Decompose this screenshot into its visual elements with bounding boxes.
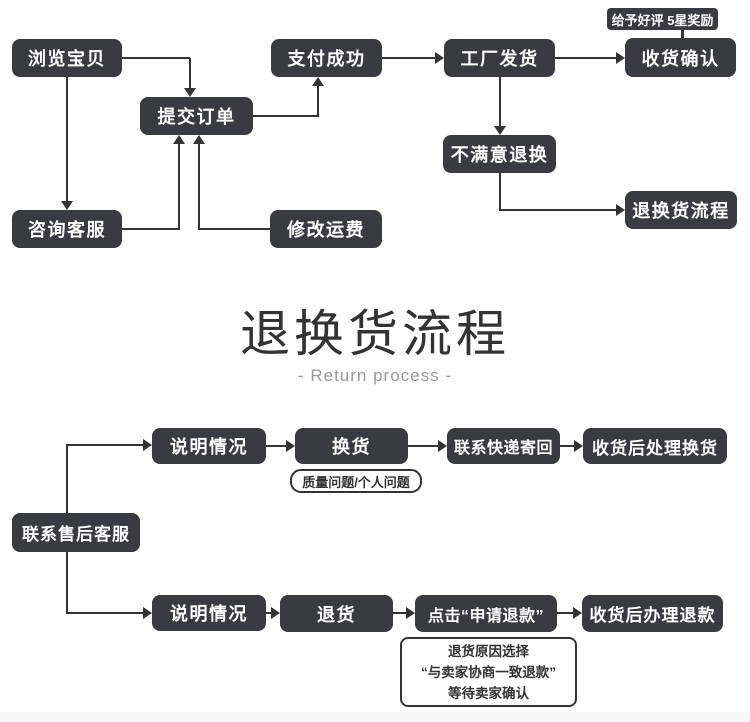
edge-branch-to-explain1 (66, 444, 143, 446)
arrowhead-into-factory (435, 52, 444, 64)
arrowhead-modify-into-submit (193, 135, 205, 144)
edge-consult-to-submit-h (122, 228, 179, 230)
edge-browse-to-submit-v (189, 58, 191, 88)
arrowhead-into-consult (61, 201, 73, 210)
node-return-process-link: 退换货流程 (625, 191, 737, 229)
arrowhead-into-courier (438, 440, 447, 452)
edge-click-apply-to-handle-refund (557, 612, 573, 614)
node-click-apply-refund: 点击“申请退款” (415, 595, 557, 632)
edge-explain2-to-return (266, 612, 271, 614)
edge-unsatisfied-to-return-h (499, 209, 616, 211)
arrowhead-into-handle-refund (573, 607, 582, 619)
arrowhead-into-click-apply (406, 607, 415, 619)
node-explain-situation-2: 说明情况 (152, 595, 266, 631)
node-handle-refund: 收货后办理退款 (582, 595, 723, 632)
node-explain-situation-1: 说明情况 (152, 428, 266, 464)
edge-browse-to-consult (66, 77, 68, 201)
edge-consult-to-submit-v (178, 144, 180, 230)
note-refund-reason: 退货原因选择 “与卖家协商一致退款” 等待卖家确认 (400, 637, 577, 707)
node-factory-shipping: 工厂发货 (444, 39, 555, 77)
page-subtitle: - Return process - (297, 366, 453, 385)
edge-modify-to-submit-h (198, 228, 270, 230)
tag-praise-reward: 给予好评 5星奖励 (607, 8, 718, 30)
edge-factory-to-receipt (555, 57, 616, 59)
edge-browse-to-submit-h (122, 57, 190, 59)
edge-return-to-click-apply (393, 612, 406, 614)
node-contact-after-sales: 联系售后客服 (12, 513, 140, 552)
edge-exchange-to-courier (408, 445, 438, 447)
note-refund-line-2: “与卖家协商一致退款” (421, 664, 556, 680)
node-modify-shipping: 修改运费 (270, 210, 382, 248)
arrowhead-into-unsatisfied (494, 126, 506, 135)
node-consult-service: 咨询客服 (12, 210, 122, 248)
node-return-goods: 退货 (280, 595, 393, 632)
arrowhead-into-exchange (286, 440, 295, 452)
edge-pay-to-factory (382, 57, 435, 59)
arrowhead-into-handle-exchange (574, 440, 583, 452)
arrowhead-into-receipt (616, 52, 625, 64)
arrowhead-into-return-process (616, 204, 625, 216)
edge-modify-to-submit-v (198, 144, 200, 230)
node-unsatisfied-return: 不满意退换 (443, 135, 556, 173)
page-title: 退换货流程 (240, 306, 510, 362)
node-contact-courier: 联系快递寄回 (447, 428, 560, 464)
edge-explain1-to-exchange (266, 445, 286, 447)
arrowhead-into-submit-top (184, 88, 196, 97)
arrowhead-into-explain1 (143, 439, 152, 451)
edge-submit-to-pay-v (317, 86, 319, 117)
node-payment-success: 支付成功 (271, 39, 382, 77)
edge-factory-to-unsatisfied (499, 77, 501, 126)
arrowhead-into-pay (312, 77, 324, 86)
note-refund-line-1: 退货原因选择 (448, 643, 529, 659)
edge-courier-to-handle-exchange (560, 445, 574, 447)
edge-branch-to-explain2 (66, 612, 143, 614)
node-exchange-goods: 换货 (295, 428, 408, 464)
edge-submit-to-pay-h (253, 115, 318, 117)
note-exchange-reason: 质量问题/个人问题 (290, 469, 422, 493)
node-submit-order: 提交订单 (140, 97, 253, 135)
edge-praise-to-receipt (681, 28, 684, 38)
note-refund-line-3: 等待卖家确认 (448, 685, 529, 701)
edge-unsatisfied-to-return-v (499, 173, 501, 210)
footer-divider-bar (0, 712, 750, 722)
arrowhead-into-return-goods (271, 607, 280, 619)
node-browse-item: 浏览宝贝 (12, 39, 122, 77)
node-handle-exchange: 收货后处理换货 (583, 428, 727, 464)
node-receipt-confirm: 收货确认 (625, 38, 736, 77)
arrowhead-consult-into-submit (173, 135, 185, 144)
arrowhead-into-explain2 (143, 607, 152, 619)
